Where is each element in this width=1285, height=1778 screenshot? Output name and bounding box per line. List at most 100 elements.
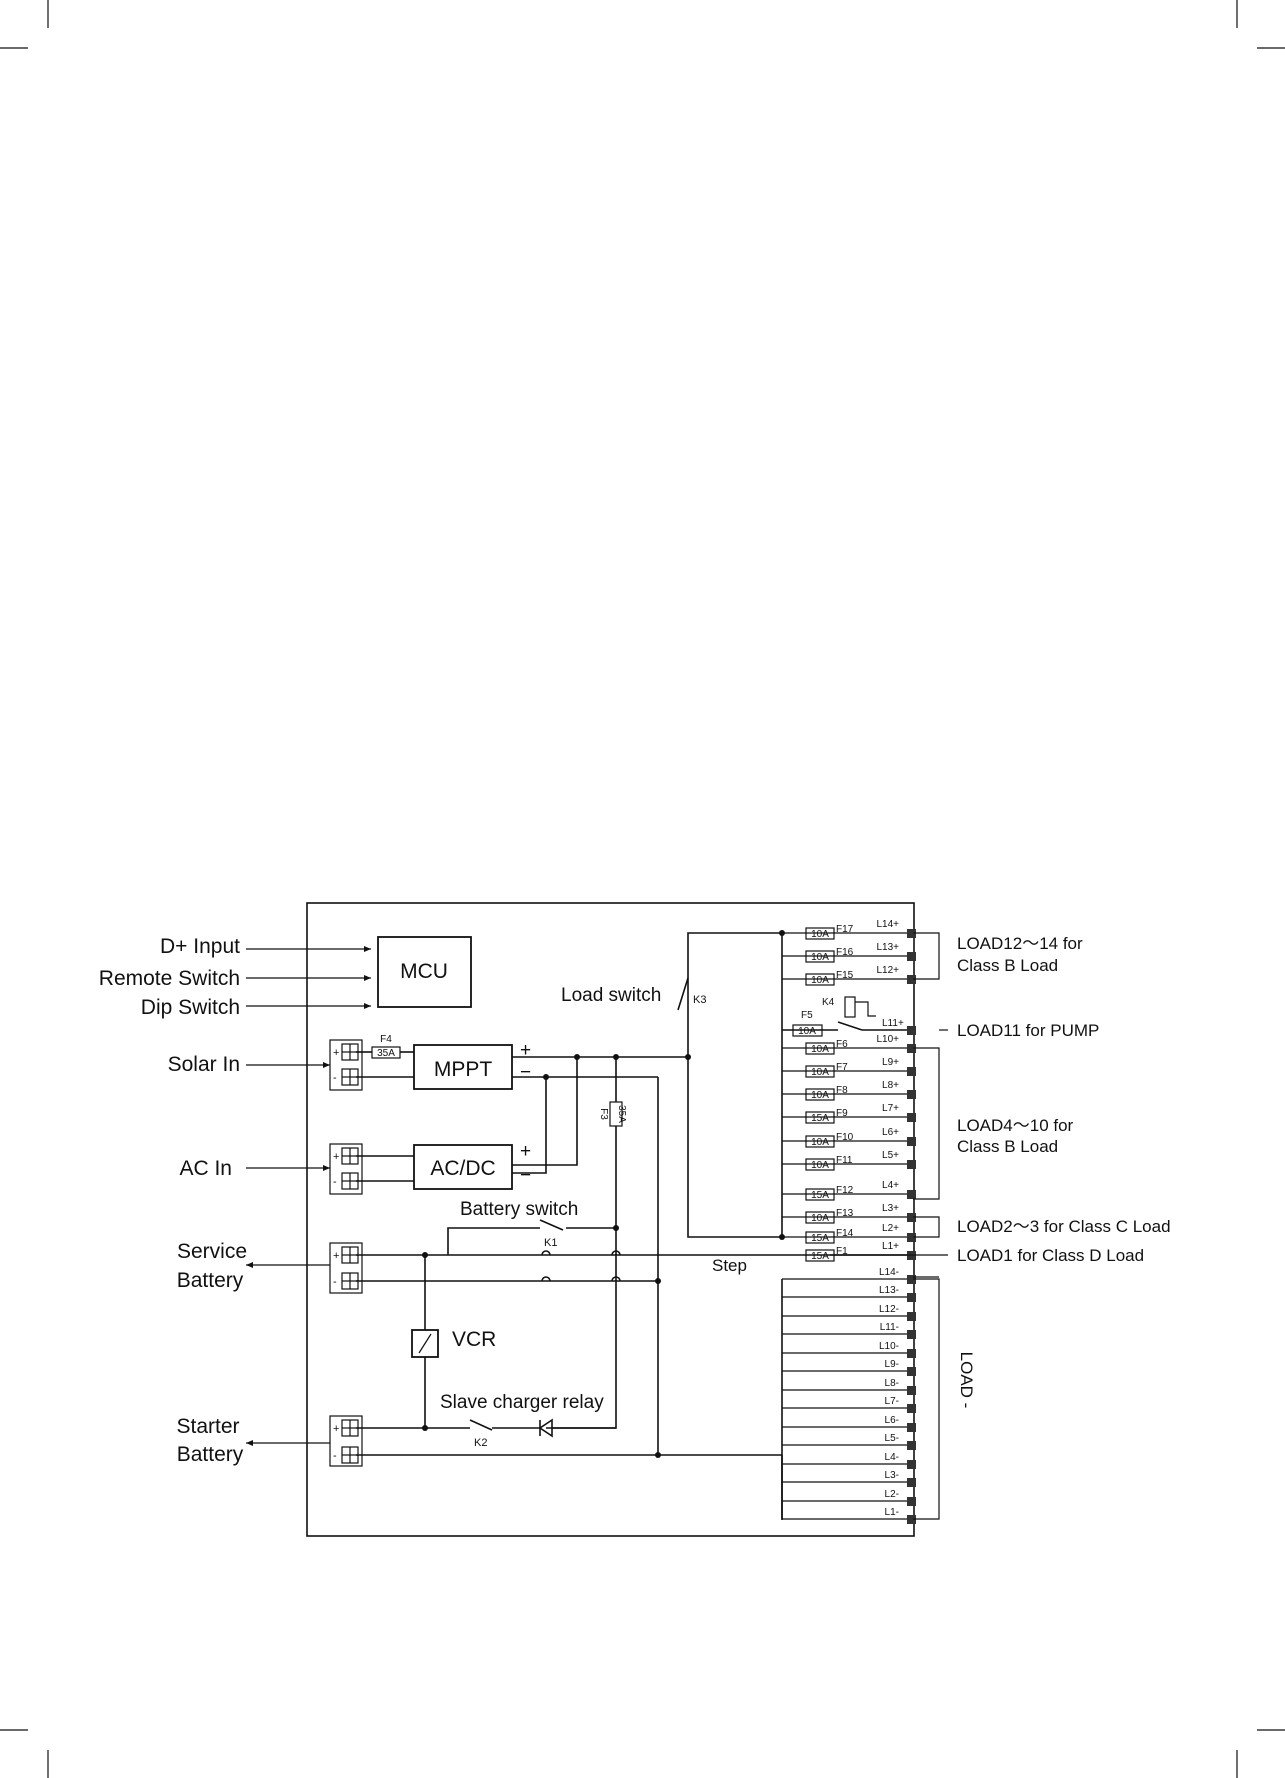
mppt-minus-sign: − — [520, 1062, 531, 1083]
vcr-label: VCR — [452, 1328, 496, 1351]
terminal-polarity: + — [333, 1250, 339, 1262]
output-terminal-label: L9+ — [882, 1057, 899, 1068]
dip-switch-label: Dip Switch — [141, 996, 240, 1019]
output-circuit-l12-pos: 10A F15 L12+ — [782, 965, 916, 986]
wire-crossings — [541, 1250, 621, 1282]
output-terminal-label: L3+ — [882, 1203, 899, 1214]
output-fuse-rating: 10A — [811, 1044, 829, 1055]
pump-terminal-label: L11+ — [882, 1018, 904, 1029]
negative-terminal-label: L9- — [885, 1359, 899, 1370]
output-fuse-name: F1 — [836, 1246, 848, 1257]
output-fuse-name: F15 — [836, 970, 854, 981]
d-plus-input-label: D+ Input — [160, 935, 240, 958]
output-terminal-label: L5+ — [882, 1150, 899, 1161]
output-terminal-label: L8+ — [882, 1080, 899, 1091]
output-fuse-rating: 15A — [811, 1113, 829, 1124]
load-2-3-label: LOAD2～3 for Class C Load — [957, 1217, 1171, 1236]
fuse-f4-name: F4 — [380, 1034, 392, 1045]
output-fuse — [805, 1088, 835, 1101]
fuse-f5-name: F5 — [801, 1010, 813, 1021]
load-switch-k3 — [677, 977, 689, 1011]
output-terminal — [907, 929, 916, 938]
output-fuse-name: F13 — [836, 1208, 854, 1219]
output-terminal — [907, 1044, 916, 1053]
acdc-block — [413, 1144, 513, 1190]
output-fuse — [805, 1211, 835, 1224]
load-switch-label: Load switch — [561, 985, 661, 1006]
negative-terminal-label: L4- — [885, 1452, 899, 1463]
service-battery-label: Service — [177, 1240, 247, 1263]
slave-relay-label: Slave charger relay — [440, 1392, 604, 1413]
negative-terminal-label: L3- — [885, 1470, 899, 1481]
fuse-f4-rating: 35A — [377, 1048, 395, 1059]
output-fuse-name: F14 — [836, 1228, 854, 1239]
load-1-label: LOAD1 for Class D Load — [957, 1246, 1144, 1265]
k3-label: K3 — [693, 994, 706, 1006]
input-arrows — [246, 1064, 330, 1444]
negative-terminal-label: L5- — [885, 1433, 899, 1444]
negative-terminal — [907, 1460, 916, 1469]
negative-terminal-label: L8- — [885, 1378, 899, 1389]
output-fuse-rating: 10A — [811, 1160, 829, 1171]
terminal-polarity: - — [333, 1276, 337, 1288]
output-fuse-name: F10 — [836, 1132, 854, 1143]
output-fuse-rating: 10A — [811, 975, 829, 986]
negative-terminal-label: L7- — [885, 1396, 899, 1407]
output-fuse — [805, 973, 835, 986]
mppt-label: MPPT — [434, 1058, 493, 1081]
negative-terminal-l12-neg: L12- — [782, 1304, 916, 1321]
input-terminal-block — [329, 1415, 363, 1467]
output-fuse-rating: 10A — [811, 929, 829, 940]
battery-switch-k1 — [539, 1219, 564, 1231]
negative-terminal — [907, 1349, 916, 1358]
solar-in-label: Solar In — [168, 1053, 240, 1076]
negative-terminal — [907, 1478, 916, 1487]
output-terminal-label: L13+ — [876, 942, 899, 953]
input-terminal-block — [329, 1143, 363, 1195]
load-4-10-class: Class B Load — [957, 1137, 1058, 1156]
output-terminal-label: L12+ — [876, 965, 899, 976]
input-terminal-block — [329, 1242, 363, 1294]
negative-terminal-l10-neg: L10- — [782, 1341, 916, 1358]
output-terminal — [907, 1090, 916, 1099]
negative-terminal-label: L2- — [885, 1489, 899, 1500]
output-terminal — [907, 1137, 916, 1146]
slave-relay-k2 — [469, 1419, 493, 1431]
output-fuse-rating: 15A — [811, 1233, 829, 1244]
service-battery-label-2: Battery — [177, 1269, 244, 1292]
output-fuse-name: F12 — [836, 1185, 854, 1196]
load-4-10-label: LOAD4～10 for — [957, 1116, 1074, 1135]
output-fuse — [805, 1188, 835, 1201]
output-fuse-rating: 10A — [811, 1090, 829, 1101]
output-terminal — [907, 1213, 916, 1222]
pump-terminal — [907, 1026, 916, 1035]
load-negative-label: LOAD - — [957, 1352, 976, 1409]
fuse-f3 — [609, 1101, 623, 1127]
step-label: Step — [712, 1256, 747, 1275]
negative-terminal — [907, 1404, 916, 1413]
output-fuse-rating: 15A — [811, 1190, 829, 1201]
terminal-polarity: - — [333, 1450, 337, 1462]
k2-label: K2 — [474, 1437, 487, 1449]
output-fuse-name: F8 — [836, 1085, 848, 1096]
negative-terminal-l4-neg: L4- — [782, 1452, 916, 1469]
acdc-label: AC/DC — [430, 1157, 495, 1180]
negative-terminal — [907, 1497, 916, 1506]
mppt-plus-sign: + — [520, 1040, 531, 1061]
output-fuse — [805, 1158, 835, 1171]
output-fuse-name: F7 — [836, 1062, 848, 1073]
negative-terminal — [907, 1515, 916, 1524]
k4-label: K4 — [822, 997, 835, 1008]
fuse-f5-rating: 10A — [798, 1026, 816, 1037]
battery-switch-label: Battery switch — [460, 1199, 578, 1220]
main-wiring — [356, 932, 913, 1520]
fuse-f5 — [792, 1024, 823, 1037]
output-terminal-label: L1+ — [882, 1241, 899, 1252]
